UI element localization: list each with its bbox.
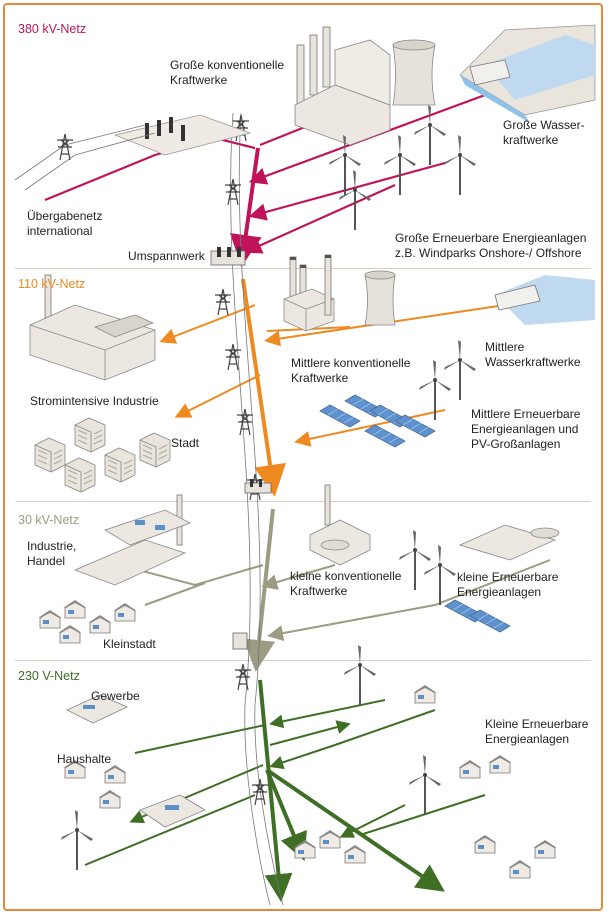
label-kleinstadt: Kleinstadt bbox=[103, 637, 156, 651]
mid-hydro-icon bbox=[494, 275, 595, 325]
mid-power-plant-icon bbox=[283, 254, 396, 332]
label-uebergabenetz: Übergabenetz international bbox=[27, 209, 103, 238]
label-haushalte: Haushalte bbox=[57, 752, 112, 766]
label-kleine-erneuerbare-2: Kleine Erneuerbare Energieanlagen bbox=[485, 717, 589, 746]
industry-icon bbox=[73, 494, 191, 586]
substation-icon bbox=[210, 247, 272, 650]
label-grosse-wasser: Große Wasser- kraftwerke bbox=[503, 118, 585, 147]
large-hydro-dam-icon bbox=[459, 24, 596, 123]
arrow-380-down bbox=[229, 147, 262, 267]
label-stadt: Stadt bbox=[171, 436, 200, 450]
solar-panel-icon bbox=[319, 394, 436, 448]
net-380-lines bbox=[44, 93, 486, 254]
commerce-icon bbox=[139, 794, 206, 828]
arrow-110-down bbox=[241, 278, 286, 497]
divider-230 bbox=[15, 660, 591, 661]
arrow-230-down bbox=[258, 679, 445, 902]
label-kleine-konventionelle: kleine konventionelle Kraftwerke bbox=[290, 569, 402, 598]
label-kleine-erneuerbare: kleine Erneuerbare Energieanlagen bbox=[457, 570, 559, 599]
level-380kv: 380 kV-Netz bbox=[18, 22, 87, 36]
grid-illustration bbox=[14, 24, 596, 906]
large-power-plant-icon bbox=[294, 26, 436, 146]
label-grosse-erneuerbare: Große Erneuerbare Energieanlagen z.B. Wi… bbox=[395, 231, 587, 260]
wind-turbine-icon bbox=[418, 339, 477, 421]
international-grid-icon bbox=[14, 114, 252, 191]
level-230v: 230 V-Netz bbox=[18, 669, 80, 683]
city-icon bbox=[34, 417, 171, 493]
small-renewables-icon bbox=[398, 524, 560, 633]
diagram-frame: 380 kV-Netz 110 kV-Netz 30 kV-Netz 230 V… bbox=[3, 3, 603, 911]
label-grosse-konventionelle: Große konventionelle Kraftwerke bbox=[170, 58, 285, 87]
commerce-icon bbox=[66, 694, 128, 724]
small-power-plant-icon bbox=[309, 484, 371, 566]
label-mittlere-konventionelle: Mittlere konventionelle Kraftwerke bbox=[291, 356, 411, 385]
label-industrie: Industrie, Handel bbox=[27, 539, 77, 568]
label-umspannwerk: Umspannwerk bbox=[128, 249, 205, 263]
household-icon bbox=[62, 759, 128, 809]
level-110kv: 110 kV-Netz bbox=[18, 277, 86, 291]
wind-turbine-icon bbox=[60, 644, 442, 871]
divider-30 bbox=[15, 501, 591, 502]
factory-icon bbox=[29, 274, 156, 381]
label-mittlere-erneuerbare: Mittlere Erneuerbare Energieanlagen und … bbox=[471, 407, 581, 451]
label-mittlere-wasser: Mittlere Wasserkraftwerke bbox=[485, 340, 581, 369]
label-stromintensive: Stromintensive Industrie bbox=[30, 394, 159, 408]
label-gewerbe: Gewerbe bbox=[91, 689, 140, 703]
level-30kv: 30 kV-Netz bbox=[18, 513, 80, 527]
